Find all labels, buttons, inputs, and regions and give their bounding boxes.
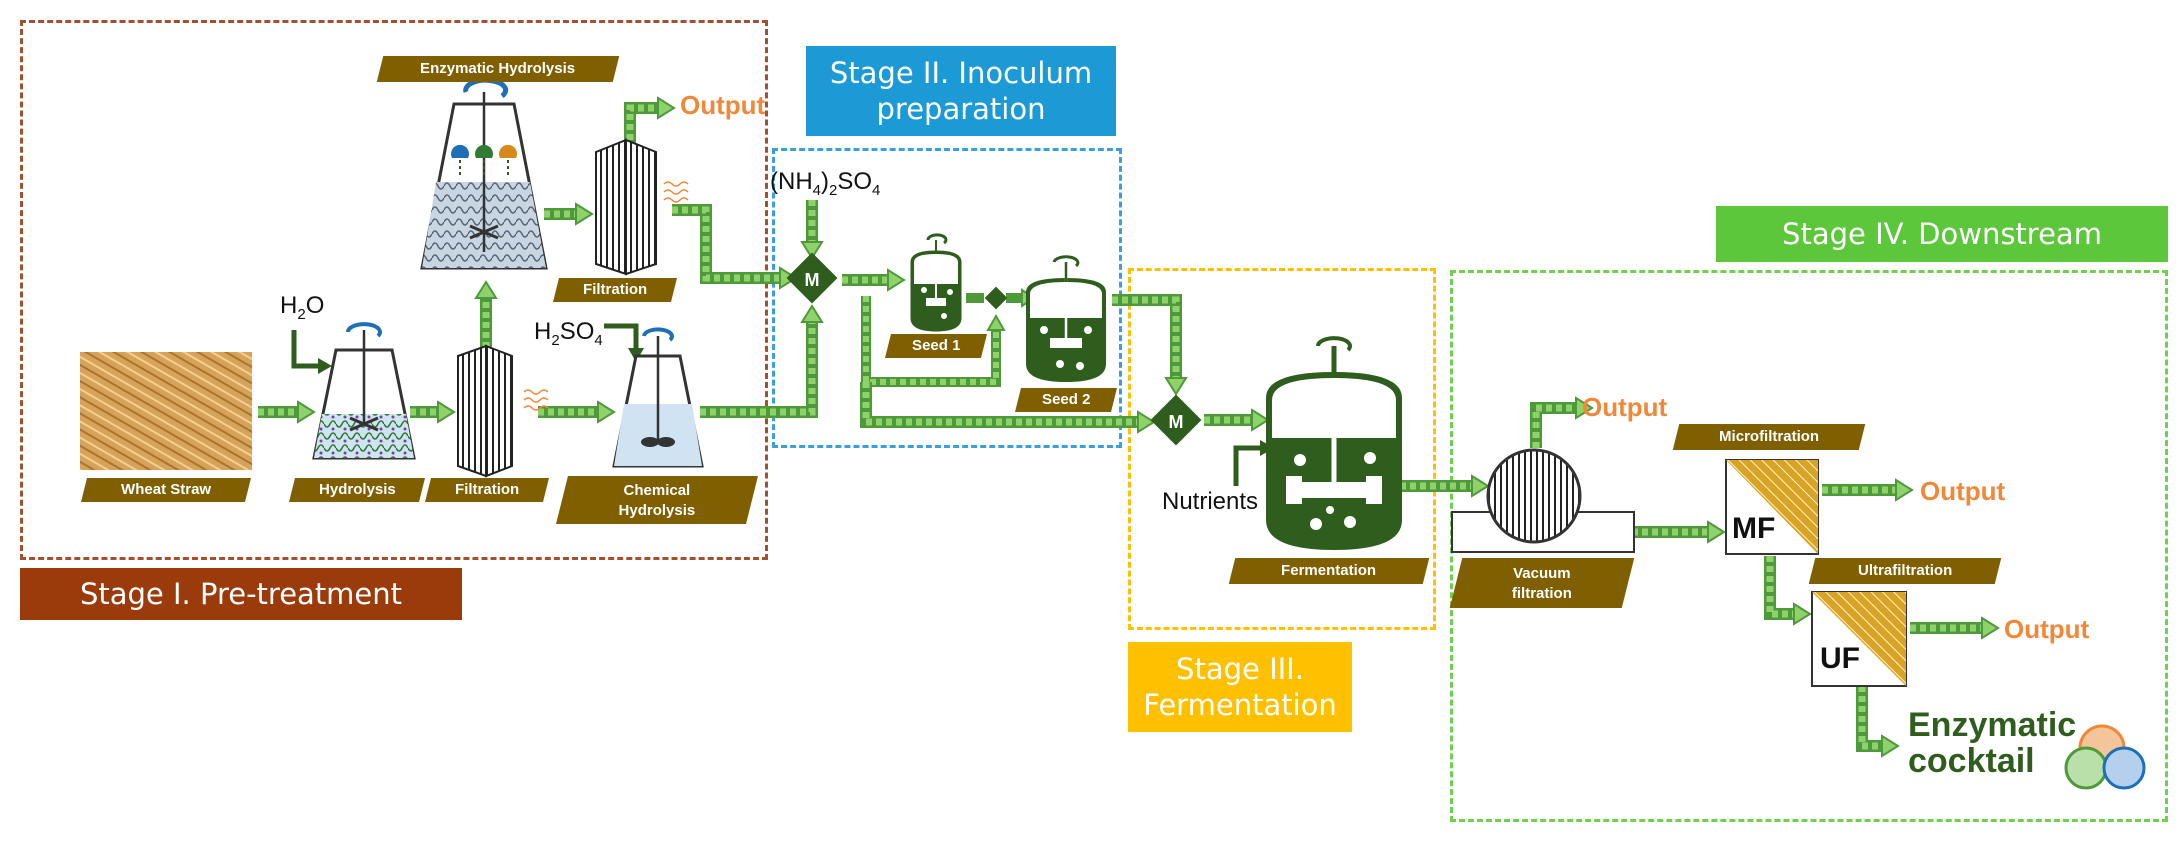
nutrient-feed-line: [1233, 445, 1262, 486]
enzymatic-cocktail-label: Enzymatic cocktail: [1908, 706, 2077, 780]
tag-seed-1: Seed 1: [885, 334, 987, 358]
filtration-unit-1: [457, 344, 513, 478]
mixer-3-label: M: [1169, 412, 1184, 432]
tag-seed-2: Seed 2: [1015, 388, 1117, 412]
ultrafiltration-unit: [1811, 591, 1907, 687]
enzyme-cluster-icon: [2064, 724, 2146, 790]
output-ultrafiltration: Output: [2004, 614, 2090, 644]
flow-arrows: [258, 96, 2000, 758]
tag-wheat-straw: Wheat Straw: [81, 478, 251, 502]
stage-1-title: Stage I. Pre-treatment: [20, 568, 462, 620]
nutrients-input-label: Nutrients: [1162, 488, 1259, 515]
tag-enzymatic-hydrolysis: Enzymatic Hydrolysis: [376, 56, 620, 82]
stage-4-title: Stage IV. Downstream: [1716, 206, 2168, 262]
tag-chemical-hydrolysis: Chemical Hydrolysis: [556, 476, 758, 524]
seed-2-reactor: [1026, 255, 1106, 382]
tag-fermentation: Fermentation: [1228, 558, 1430, 584]
heat-marks: [523, 181, 689, 411]
hydrolysis-reactor: [312, 322, 416, 460]
mf-label: MF: [1732, 512, 1776, 545]
vacuum-filter: [1451, 448, 1635, 553]
tag-filtration-2: Filtration: [553, 278, 677, 302]
mixer-3: [1150, 394, 1202, 446]
output-microfiltration: Output: [1920, 476, 2006, 506]
tag-microfiltration: Microfiltration: [1672, 424, 1866, 450]
stage-3-box: [1128, 268, 1436, 630]
enzymatic-hydrolysis-reactor: [420, 77, 548, 270]
stage-3-title: Stage III. Fermentation: [1128, 642, 1352, 732]
tag-filtration-1: Filtration: [425, 478, 549, 502]
microfiltration-unit: [1725, 459, 1819, 555]
acid-feed-line: [604, 323, 639, 350]
water-feed-line: [291, 330, 320, 369]
wheat-straw-image: [80, 352, 252, 470]
seed-1-reactor: [910, 233, 962, 332]
uf-label: UF: [1820, 642, 1860, 675]
output-enzymatic-filtration: Output: [680, 90, 766, 120]
tag-hydrolysis: Hydrolysis: [289, 478, 425, 502]
stage-2-title: Stage II. Inoculum preparation: [806, 46, 1116, 136]
tag-vacuum-filtration: Vacuum filtration: [1449, 558, 1635, 608]
output-vacuum-filtration: Output: [1582, 392, 1668, 422]
stage-1-box: [20, 20, 768, 560]
mixer-2: [984, 286, 1008, 310]
sulfuric-acid-input-label: H2SO4: [534, 318, 603, 349]
water-input-label: H2O: [280, 292, 325, 323]
chemical-hydrolysis-reactor: [612, 327, 704, 468]
mixer-1: [786, 252, 838, 304]
mixer-1-label: M: [805, 270, 820, 290]
fermentation-reactor: [1266, 336, 1402, 550]
input-feed-lines: [291, 323, 1274, 486]
tag-ultrafiltration: Ultrafiltration: [1808, 558, 2002, 584]
ammonium-sulfate-input-label: (NH4)2SO4: [770, 168, 881, 199]
filtration-unit-2: [595, 138, 657, 276]
